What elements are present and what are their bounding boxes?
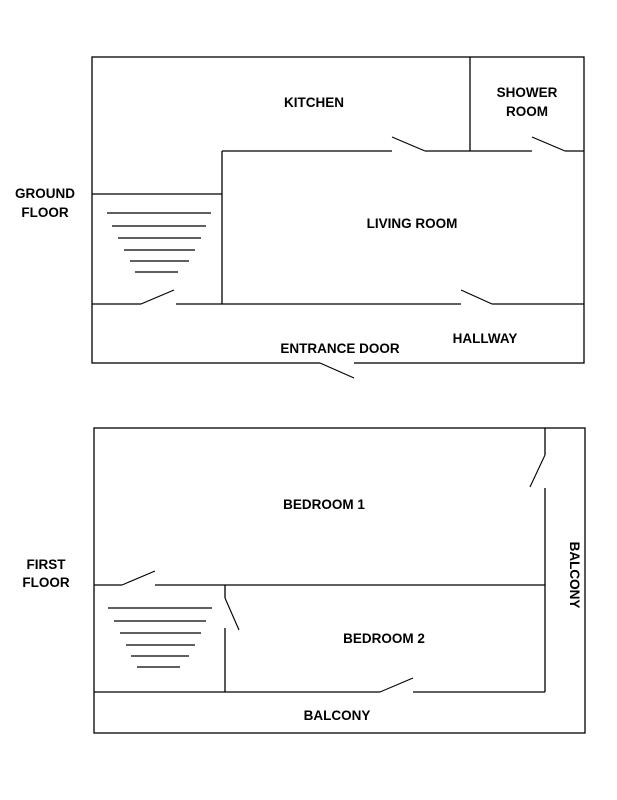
shower-room-door xyxy=(531,136,566,152)
shower-room-label-line1: SHOWER xyxy=(497,85,558,100)
entrance-door xyxy=(319,362,355,379)
bedroom2-balcony-door xyxy=(379,677,414,693)
first-staircase xyxy=(108,607,212,668)
ground-staircase xyxy=(107,212,211,273)
shower-room-label-line2: ROOM xyxy=(506,104,548,119)
ground-floor-label-line1: GROUND xyxy=(15,186,75,201)
bedroom2-label: BEDROOM 2 xyxy=(343,631,425,646)
kitchen-label: KITCHEN xyxy=(284,95,344,110)
ground-floor-label-line2: FLOOR xyxy=(21,205,68,220)
living-room-label: LIVING ROOM xyxy=(367,216,458,231)
bedroom1-label: BEDROOM 1 xyxy=(283,497,365,512)
living-room-door xyxy=(460,289,493,305)
ground-floor: GROUND FLOOR KITCHEN SHOWER ROOM LIVING … xyxy=(15,56,585,379)
first-floor-label-line1: FIRST xyxy=(27,557,67,572)
balcony-side-label: BALCONY xyxy=(567,542,582,609)
bedroom1-balcony-door xyxy=(529,454,546,488)
first-floor: FIRST FLOOR BEDROOM 1 BEDROOM 2 BALCONY … xyxy=(22,427,586,734)
entrance-door-label: ENTRANCE DOOR xyxy=(280,341,400,356)
bedroom2-door xyxy=(224,597,240,631)
landing-door xyxy=(121,570,156,586)
hallway-label: HALLWAY xyxy=(453,331,518,346)
first-floor-outer-wall xyxy=(93,427,586,734)
first-floor-label-line2: FLOOR xyxy=(22,575,69,590)
kitchen-door xyxy=(391,136,426,152)
stair-door xyxy=(140,289,175,305)
balcony-bottom-label: BALCONY xyxy=(304,708,371,723)
